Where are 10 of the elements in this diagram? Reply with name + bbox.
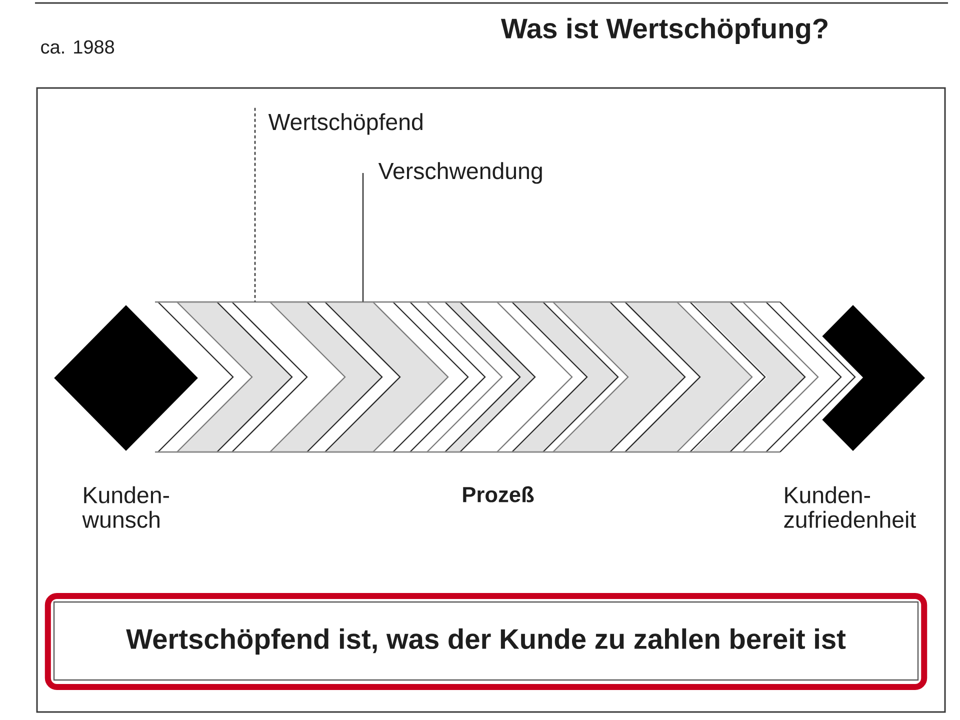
leader-line — [254, 108, 256, 302]
callout-label: Wertschöpfend — [268, 113, 422, 135]
caption-label: Prozeß — [463, 486, 534, 502]
title: Was ist Wertschöpfung? — [500, 18, 828, 44]
leader-line — [362, 173, 364, 302]
callout-label: Verschwendung — [378, 162, 542, 184]
source-note: ca. 1988 — [41, 40, 114, 54]
statement-box: Wertschöpfend ist, was der Kunde zu zahlen bereit ist — [44, 592, 928, 690]
caption-label: Kunden- zufriedenheit — [784, 486, 916, 528]
caption-label: Kunden- wunsch — [82, 486, 169, 528]
